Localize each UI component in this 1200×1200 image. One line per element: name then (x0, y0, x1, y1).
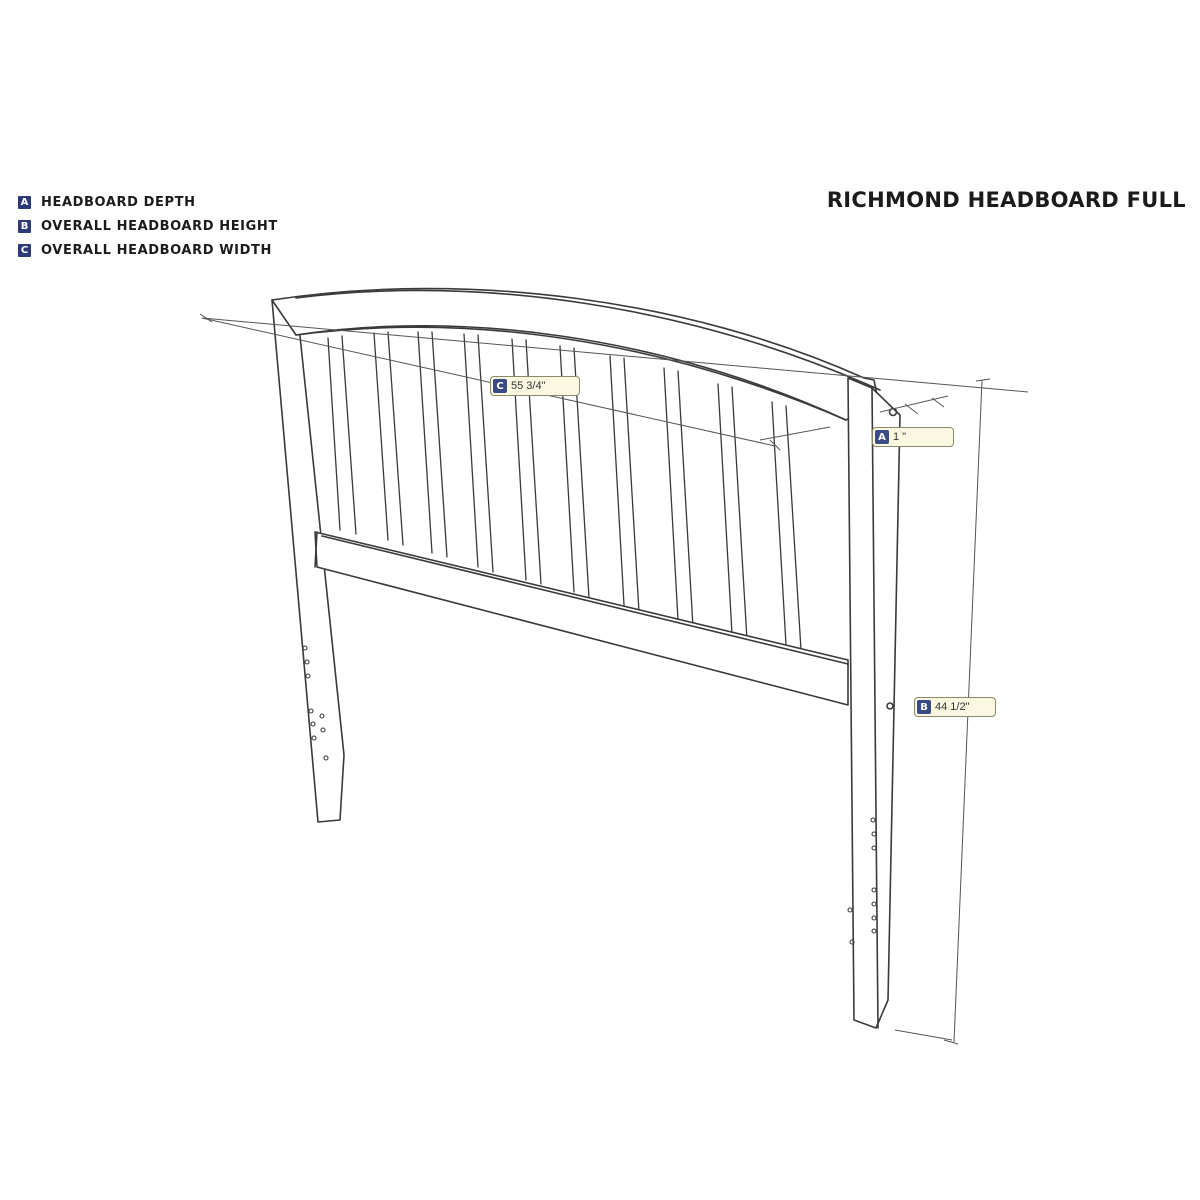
legend-key-a: A (18, 195, 31, 209)
left-post-holes (302, 645, 329, 761)
legend-key-b: B (18, 219, 31, 233)
legend-label-c: OVERALL HEADBOARD WIDTH (41, 242, 272, 258)
legend-item-a: A HEADBOARD DEPTH (18, 190, 278, 214)
width-callout-key: C (493, 379, 507, 393)
height-callout-key: B (917, 700, 931, 714)
depth-callout: A 1 " (872, 427, 954, 447)
depth-callout-value: 1 " (893, 431, 907, 443)
width-dimension-line (199, 313, 1029, 451)
top-rail (271, 287, 881, 421)
legend-item-b: B OVERALL HEADBOARD HEIGHT (18, 214, 278, 238)
legend-label-b: OVERALL HEADBOARD HEIGHT (41, 218, 278, 234)
width-callout: C 55 3/4" (490, 376, 580, 396)
legend-label-a: HEADBOARD DEPTH (41, 194, 196, 210)
height-callout: B 44 1/2" (914, 697, 996, 717)
width-callout-value: 55 3/4" (511, 380, 546, 392)
right-post (847, 377, 901, 1029)
height-callout-value: 44 1/2" (935, 701, 970, 713)
depth-dimension-line (879, 395, 949, 415)
legend: A HEADBOARD DEPTH B OVERALL HEADBOARD HE… (18, 190, 278, 262)
legend-item-c: C OVERALL HEADBOARD WIDTH (18, 238, 278, 262)
bottom-rail (314, 531, 849, 706)
right-post-holes (847, 817, 877, 945)
legend-key-c: C (18, 243, 31, 257)
page-title: RICHMOND HEADBOARD FULL (826, 188, 1186, 212)
depth-callout-key: A (875, 430, 889, 444)
